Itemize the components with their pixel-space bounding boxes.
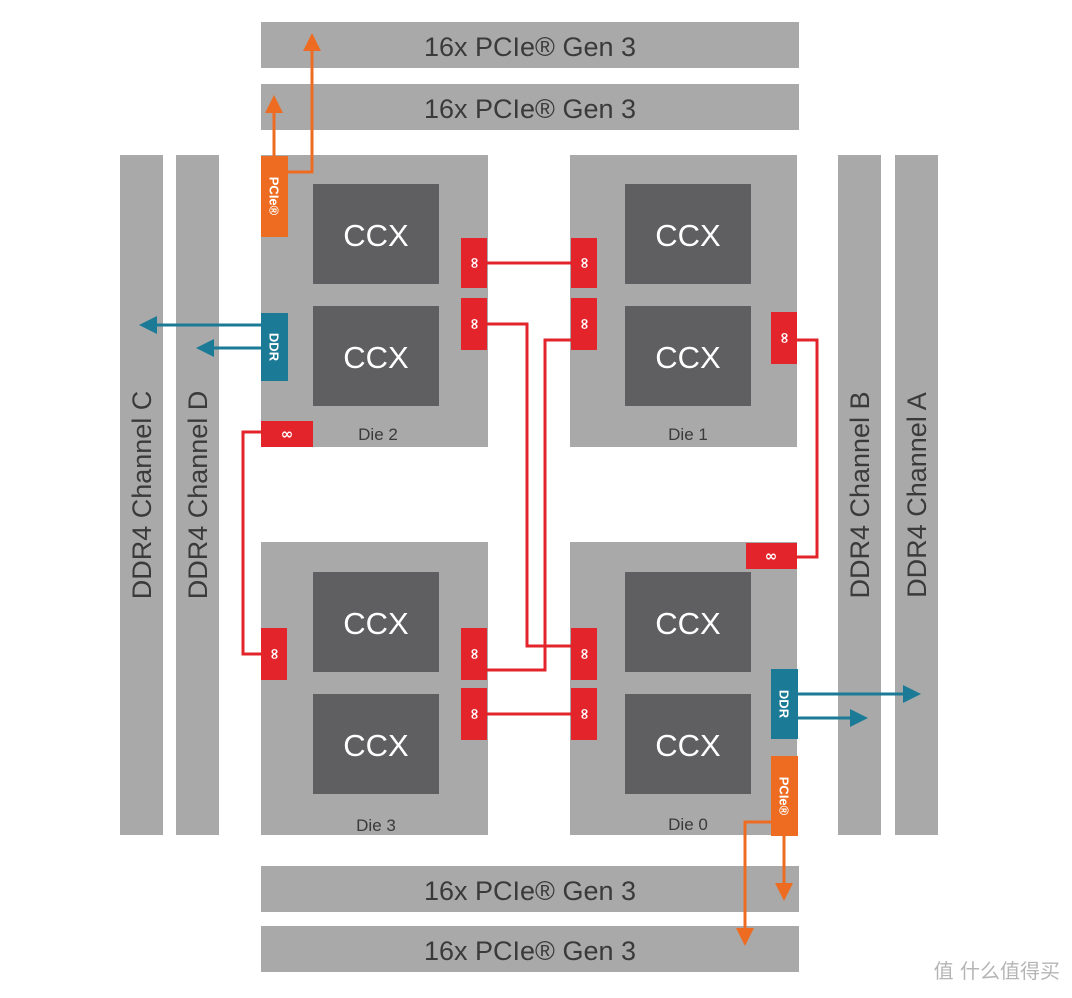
infinity-icon: ∞ [775,332,793,345]
if-port-die2-2: ∞ [461,298,487,350]
die-3: CCX CCX Die 3 [261,542,488,835]
die-2-ccx-bottom [313,306,439,406]
die-1-label: Die 1 [668,425,708,444]
pcie-port-die2: PCIe® [261,156,288,237]
ddr-channel-d: DDR4 Channel D [176,155,219,835]
ddr-port-die2: DDR [261,313,288,381]
pcie-bar-top-2: 16x PCIe® Gen 3 [261,84,799,130]
pcie-arrow-die2-to-bar1 [287,33,321,174]
die-0-ccx-bottom-label: CCX [655,728,721,763]
if-port-die0-3: ∞ [746,543,797,569]
infinity-icon: ∞ [465,708,483,721]
infinity-icon: ∞ [465,648,483,661]
infinity-icon: ∞ [465,257,483,270]
infinity-icon: ∞ [575,648,593,661]
pcie-links [265,33,793,946]
if-port-die3-3: ∞ [461,688,487,740]
infinity-icon: ∞ [281,425,294,443]
pcie-bar-top-1-label: 16x PCIe® Gen 3 [424,32,636,62]
die-0-label: Die 0 [668,815,708,834]
watermark: 值 什么值得买 [934,959,1060,983]
die-1-ccx-bottom-label: CCX [655,340,721,375]
infinity-fabric-links [241,261,819,716]
pcie-port-die0: PCIe® [771,756,798,836]
ddr-channel-b: DDR4 Channel B [838,155,881,835]
pcie-bar-bottom-2-label: 16x PCIe® Gen 3 [424,936,636,966]
die-1-ccx-top [625,184,751,284]
ddr-port-die0-label: DDR [777,690,792,719]
pcie-port-die2-label: PCIe® [267,177,282,216]
die-1-ccx-top-label: CCX [655,218,721,253]
pcie-port-die0-label: PCIe® [777,777,792,816]
die-2-ccx-top-label: CCX [343,218,409,253]
infinity-icon: ∞ [465,318,483,331]
ddr-channel-a-label: DDR4 Channel A [902,392,932,598]
infinity-icon: ∞ [575,708,593,721]
if-port-die0-1: ∞ [571,628,597,680]
if-port-die2-1: ∞ [461,238,487,288]
die-0-ccx-top-label: CCX [655,606,721,641]
if-port-die1-1: ∞ [571,238,597,288]
pcie-bar-top-2-label: 16x PCIe® Gen 3 [424,94,636,124]
ddr-channel-b-label: DDR4 Channel B [845,391,875,598]
if-link-die2-die3 [241,430,261,656]
die-2-ccx-bottom-label: CCX [343,340,409,375]
pcie-bar-top-1: 16x PCIe® Gen 3 [261,22,799,68]
ddr-channel-c: DDR4 Channel C [120,155,163,835]
die-2-ccx-top [313,184,439,284]
die-0-ccx-bottom [625,694,751,794]
infinity-icon: ∞ [575,318,593,331]
pcie-arrow-die0-to-bar2 [736,820,771,946]
if-port-die3-1: ∞ [261,628,287,680]
infinity-icon: ∞ [765,547,778,565]
infinity-icon: ∞ [265,648,283,661]
infinity-ports: ∞ ∞ ∞ ∞ ∞ ∞ ∞ ∞ [261,238,797,740]
if-port-die1-2: ∞ [571,298,597,350]
die-0: CCX CCX Die 0 [570,542,797,835]
if-port-die2-3: ∞ [261,421,313,447]
pcie-bar-bottom-2: 16x PCIe® Gen 3 [261,926,799,972]
if-link-die1-die3 [487,338,571,672]
die-3-ccx-top [313,572,439,672]
if-link-die2-die0 [487,322,571,648]
die-1: CCX CCX Die 1 [570,155,797,447]
ddr-port-die2-label: DDR [267,333,282,362]
pcie-bar-bottom-1-label: 16x PCIe® Gen 3 [424,876,636,906]
pcie-bar-bottom-1: 16x PCIe® Gen 3 [261,866,799,912]
if-link-die1-die0 [797,338,819,559]
die-1-ccx-bottom [625,306,751,406]
die-3-ccx-bottom-label: CCX [343,728,409,763]
ddr-channel-d-label: DDR4 Channel D [183,391,213,600]
die-3-ccx-top-label: CCX [343,606,409,641]
if-port-die0-2: ∞ [571,688,597,740]
die-2-label: Die 2 [358,425,398,444]
ddr-channel-c-label: DDR4 Channel C [127,391,157,600]
die-3-label: Die 3 [356,816,396,835]
ddr-channel-a: DDR4 Channel A [895,155,938,835]
die-3-ccx-bottom [313,694,439,794]
die-0-ccx-top [625,572,751,672]
infinity-icon: ∞ [575,257,593,270]
if-port-die1-3: ∞ [771,312,797,364]
if-port-die3-2: ∞ [461,628,487,680]
ddr-links [139,316,921,727]
die-2: CCX CCX Die 2 [261,155,488,447]
ddr-port-die0: DDR [771,669,798,739]
